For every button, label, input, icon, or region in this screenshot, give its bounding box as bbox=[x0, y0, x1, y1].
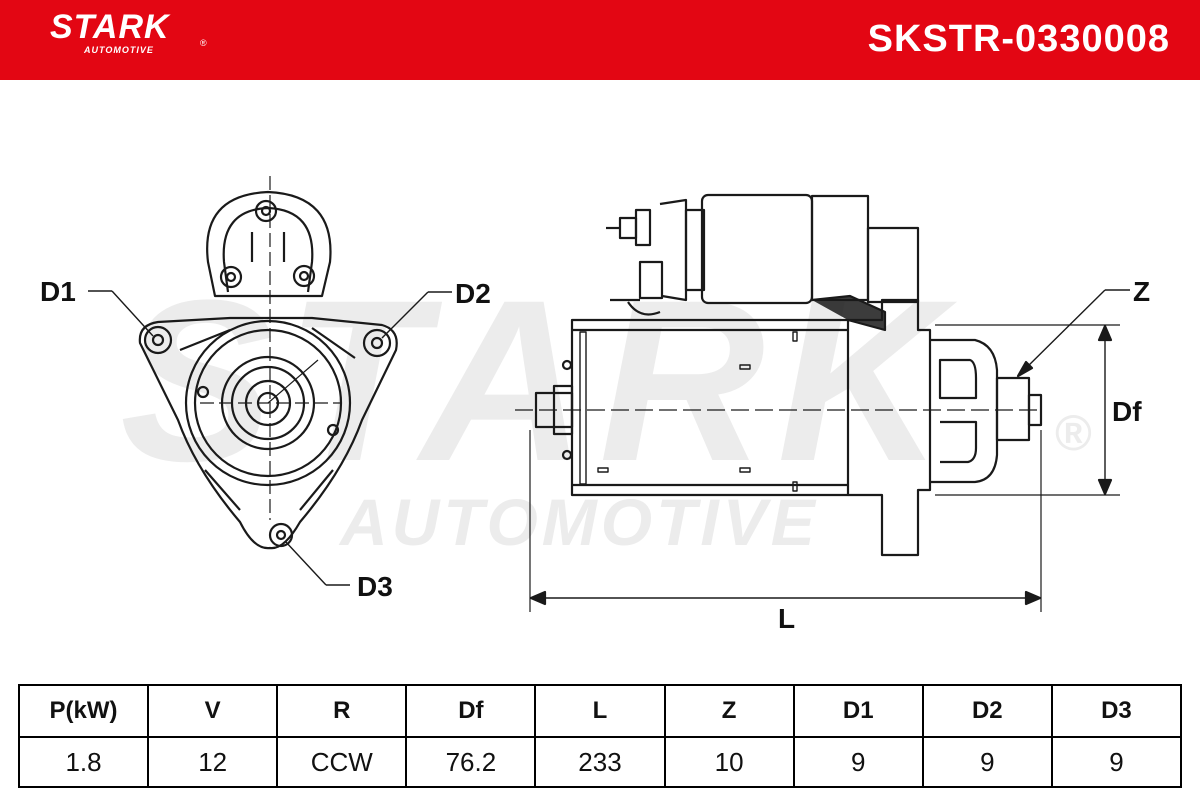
spec-value-cell: 9 bbox=[1050, 736, 1183, 788]
technical-drawing: STARK AUTOMOTIVE ® bbox=[40, 176, 1150, 634]
mounting-flange bbox=[138, 316, 398, 550]
solenoid-bracket bbox=[811, 294, 887, 332]
side-view bbox=[515, 193, 1130, 612]
logo-subtext: AUTOMOTIVE bbox=[84, 45, 154, 55]
spec-header-cell: R bbox=[276, 684, 408, 738]
spec-header-cell: L bbox=[534, 684, 666, 738]
dimension-labels: D1 D2 D3 Z Df L bbox=[40, 276, 1150, 634]
watermark-main: STARK bbox=[120, 252, 958, 509]
spec-value-cell: 1.8 bbox=[17, 736, 150, 788]
label-d2: D2 bbox=[455, 278, 491, 309]
stark-logo[interactable]: STARK AUTOMOTIVE ® bbox=[50, 8, 207, 55]
spec-value-cell: 76.2 bbox=[405, 736, 537, 788]
spec-value-cell: 9 bbox=[792, 736, 924, 788]
spec-header-cell: D1 bbox=[792, 684, 924, 738]
spec-header-cell: D2 bbox=[921, 684, 1053, 738]
spec-header-row: P(kW) V R Df L Z D1 D2 D3 bbox=[17, 684, 1183, 738]
spec-value-row: 1.8 12 CCW 76.2 233 10 9 9 9 bbox=[17, 736, 1183, 788]
spec-header-cell: Z bbox=[663, 684, 795, 738]
cap-bolt-left bbox=[219, 265, 243, 289]
flange-hole-d3 bbox=[268, 522, 294, 548]
registered-mark: ® bbox=[200, 38, 207, 48]
spec-value-cell: 9 bbox=[921, 736, 1053, 788]
spec-value-cell: CCW bbox=[276, 736, 408, 788]
part-number: SKSTR-0330008 bbox=[867, 18, 1170, 60]
flange-hole-d1 bbox=[143, 325, 173, 355]
spec-value-cell: 233 bbox=[534, 736, 666, 788]
watermark-sub: AUTOMOTIVE bbox=[338, 485, 819, 559]
watermark: STARK AUTOMOTIVE ® bbox=[120, 252, 1092, 559]
label-d3: D3 bbox=[357, 571, 393, 602]
cap-bolt-right bbox=[292, 264, 316, 288]
spec-header-cell: V bbox=[147, 684, 279, 738]
label-d1: D1 bbox=[40, 276, 76, 307]
pinion-gear bbox=[995, 376, 1031, 442]
housing-ring bbox=[184, 319, 352, 487]
front-view bbox=[88, 176, 452, 586]
spec-value-cell: 12 bbox=[147, 736, 279, 788]
spec-header-cell: D3 bbox=[1050, 684, 1183, 738]
label-z: Z bbox=[1133, 276, 1150, 307]
cap-bolt-top bbox=[254, 199, 278, 223]
spec-table: P(kW) V R Df L Z D1 D2 D3 1.8 12 CCW 76.… bbox=[17, 684, 1183, 788]
spec-header-cell: Df bbox=[405, 684, 537, 738]
spec-value-cell: 10 bbox=[663, 736, 795, 788]
watermark-reg: ® bbox=[1055, 405, 1092, 461]
flange-hole-d2 bbox=[362, 328, 392, 358]
header-bar: STARK AUTOMOTIVE ® SKSTR-0330008 bbox=[0, 0, 1200, 80]
label-df: Df bbox=[1112, 396, 1142, 427]
spec-header-cell: P(kW) bbox=[17, 684, 150, 738]
label-l: L bbox=[778, 603, 795, 634]
drive-housing bbox=[848, 298, 932, 557]
logo-text: STARK bbox=[50, 8, 170, 46]
